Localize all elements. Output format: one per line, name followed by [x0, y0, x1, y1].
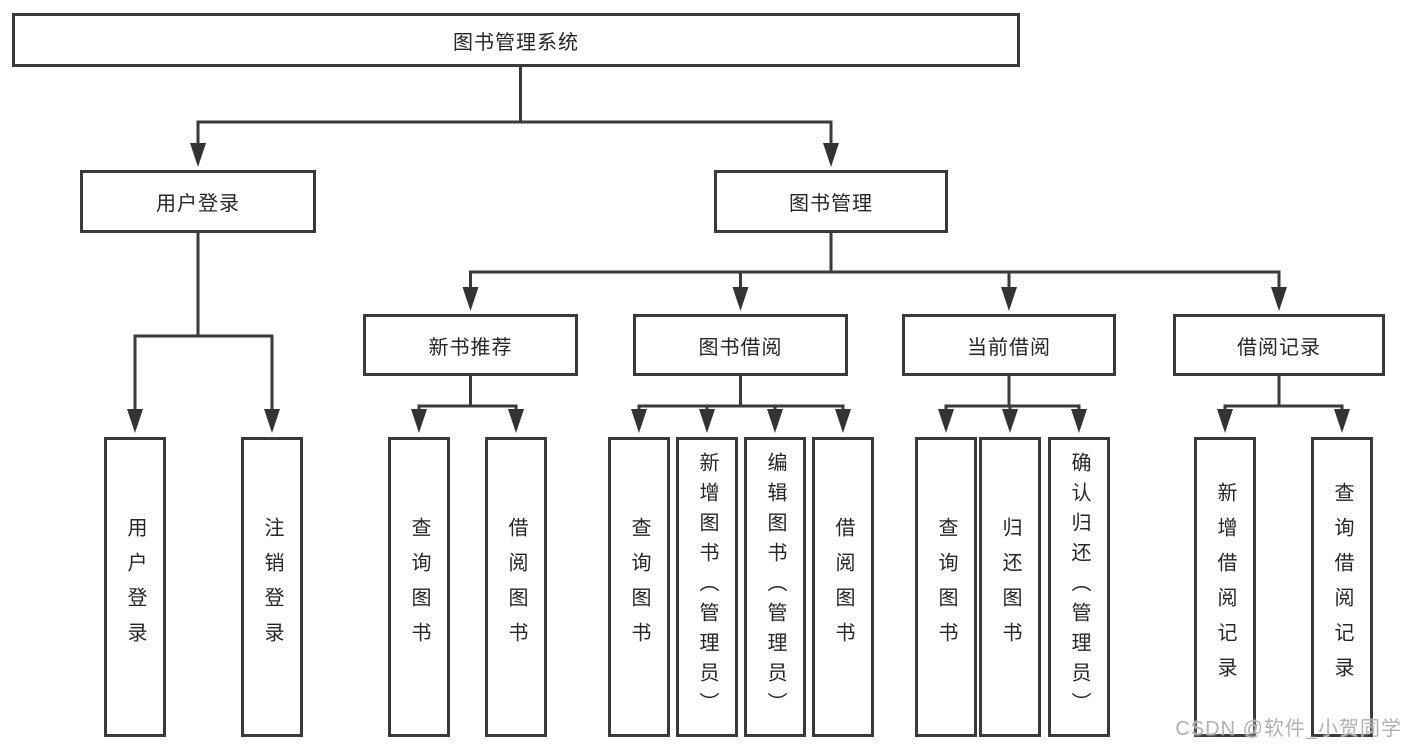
node-book-borrowing: 图书借阅: [633, 314, 848, 376]
node-user-login: 用户登录: [80, 170, 316, 233]
node-label: 新书推荐: [428, 336, 513, 359]
node-label: 注销登录: [261, 517, 283, 657]
node-label: 新增借阅记录: [1214, 482, 1236, 692]
node-label: 用户登录: [156, 193, 240, 215]
node-borrowing-records: 借阅记录: [1173, 314, 1385, 376]
leaf-borrow-books-borrowing: 借阅图书: [812, 437, 874, 737]
node-label: 当前借阅: [967, 336, 1051, 359]
arrowhead-icons: [127, 143, 1350, 433]
node-book-management: 图书管理: [714, 170, 948, 233]
node-label: 查询图书: [408, 517, 430, 657]
leaf-query-books-recommend: 查询图书: [388, 437, 450, 737]
node-label: 借阅图书: [505, 517, 527, 657]
node-label: 查询图书: [935, 517, 957, 657]
leaf-user-login: 用户登录: [104, 437, 166, 737]
leaf-query-books-current: 查询图书: [915, 437, 977, 737]
leaf-query-borrow-record: 查询借阅记录: [1311, 437, 1373, 737]
node-label: 用户登录: [124, 517, 146, 657]
leaf-add-book-admin: 新增图书（管理员）: [676, 437, 738, 737]
node-label: 借阅图书: [832, 517, 854, 657]
leaf-confirm-return-admin: 确认归还（管理员）: [1048, 437, 1110, 737]
node-label: 借阅记录: [1237, 336, 1321, 359]
node-label: 编辑图书（管理员）: [764, 452, 786, 722]
node-label: 确认归还（管理员）: [1068, 452, 1090, 722]
node-root-system: 图书管理系统: [12, 13, 1020, 67]
leaf-logout: 注销登录: [241, 437, 303, 737]
leaf-query-books-borrowing: 查询图书: [608, 437, 670, 737]
node-current-borrowing: 当前借阅: [902, 314, 1116, 376]
node-label: 归还图书: [999, 517, 1021, 657]
leaf-add-borrow-record: 新增借阅记录: [1194, 437, 1256, 737]
node-label: 查询借阅记录: [1331, 482, 1353, 692]
leaf-edit-book-admin: 编辑图书（管理员）: [744, 437, 806, 737]
node-new-book-recommend: 新书推荐: [363, 314, 578, 376]
node-label: 图书管理: [789, 193, 873, 215]
node-label: 图书管理系统: [453, 31, 579, 54]
node-label: 新增图书（管理员）: [696, 452, 718, 722]
leaf-return-books: 归还图书: [979, 437, 1041, 737]
csdn-watermark: CSDN @软件_小贺同学: [1175, 718, 1402, 740]
node-label: 查询图书: [628, 517, 650, 657]
leaf-borrow-books-recommend: 借阅图书: [485, 437, 547, 737]
node-label: 图书借阅: [698, 336, 783, 359]
